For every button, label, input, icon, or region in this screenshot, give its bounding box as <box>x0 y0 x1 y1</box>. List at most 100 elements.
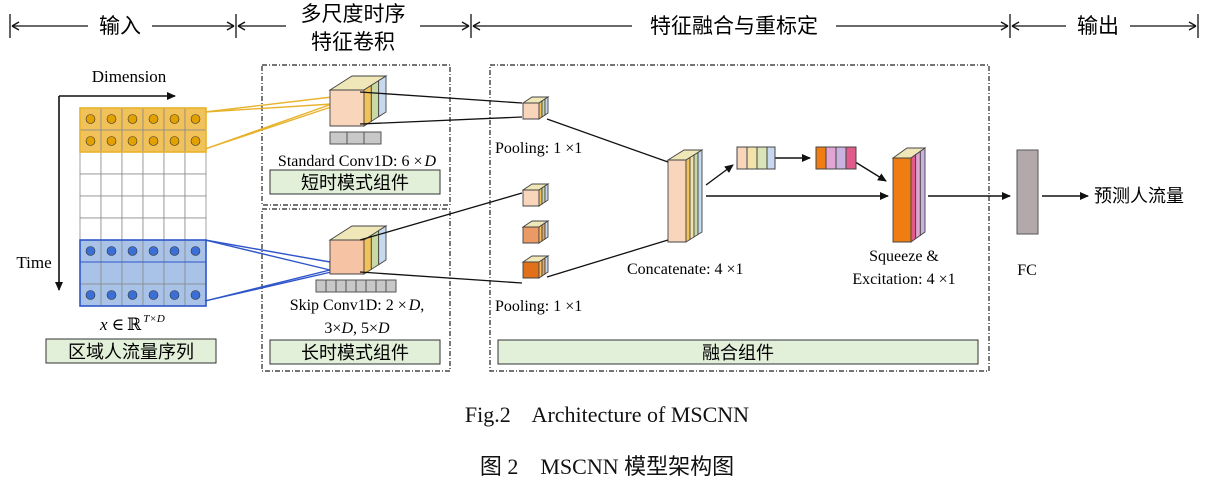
matrix-dot <box>127 246 138 256</box>
pooled-long-1-slice <box>544 183 549 203</box>
matrix-dot <box>85 136 96 146</box>
pooled-short-front <box>522 102 540 120</box>
matrix-cell <box>184 261 207 285</box>
dimension-axis-label: Dimension <box>92 67 167 86</box>
header-fusion-label: 特征融合与重标定 <box>650 14 818 38</box>
matrix-cell <box>163 217 186 241</box>
se-output-feature-slice <box>910 153 917 243</box>
matrix-cell <box>79 195 102 219</box>
matrix-cell <box>79 217 102 241</box>
time-axis-label: Time <box>16 253 51 272</box>
fusion-label-box <box>497 339 979 365</box>
header-conv-label-2: 特征卷积 <box>311 30 395 54</box>
matrix-cell <box>163 151 186 175</box>
se-output-feature-slice <box>915 150 921 240</box>
pooled-long-2-front <box>522 226 540 244</box>
fc-layer <box>1016 149 1039 235</box>
long-term-connect-lines <box>204 239 341 302</box>
matrix-cell <box>184 217 207 241</box>
matrix-dot <box>127 136 138 146</box>
matrix-dot <box>106 246 117 256</box>
matrix-dot <box>190 136 201 146</box>
matrix-cell <box>121 195 144 219</box>
matrix-cell <box>142 217 165 241</box>
concatenated-feature-slice <box>697 149 703 236</box>
standard-conv-label: Standard Conv1D: 6 ×D <box>278 153 437 170</box>
concatenated-feature-slice <box>685 156 691 243</box>
se-output-feature-front <box>892 157 912 243</box>
short-term-window <box>79 107 207 153</box>
skip-conv-kernel <box>315 279 397 293</box>
header-input-label: 输入 <box>99 14 141 38</box>
matrix-dot <box>148 136 159 146</box>
squeeze-vector <box>736 146 776 170</box>
standard-conv-kernel <box>329 131 382 145</box>
matrix-cell <box>100 151 123 175</box>
matrix-dot <box>127 290 138 300</box>
matrix-cell <box>163 173 186 197</box>
matrix-dot <box>148 290 159 300</box>
matrix-dot <box>85 114 96 124</box>
concatenated-feature-slice <box>689 154 695 241</box>
long-term-window <box>79 239 207 307</box>
header-output-label: 输出 <box>1077 14 1119 38</box>
matrix-dot <box>127 114 138 124</box>
matrix-cell <box>79 261 102 285</box>
long-term-label-text: 长时模式组件 <box>301 343 409 363</box>
matrix-cell <box>184 151 207 175</box>
matrix-cell <box>79 151 102 175</box>
matrix-cell <box>142 195 165 219</box>
prediction-label: 预测人流量 <box>1094 186 1184 206</box>
pooling-top-label: Pooling: 1 ×1 <box>495 140 582 157</box>
conv-to-pooling-lines <box>359 91 523 284</box>
matrix-cell <box>121 151 144 175</box>
fc-label: FC <box>1017 262 1037 279</box>
input-label-text: 区域人流量序列 <box>68 342 194 362</box>
matrix-cell <box>142 151 165 175</box>
se-output-feature-slice <box>919 147 926 237</box>
se-label-1: Squeeze & <box>869 248 939 265</box>
matrix-dot <box>85 290 96 300</box>
input-label-box <box>45 338 217 364</box>
short-term-feature-cube-slice <box>370 79 380 123</box>
short-term-connect-lines <box>204 96 341 150</box>
short-term-feature-cube-front <box>329 89 365 127</box>
short-term-module-frame <box>261 64 451 206</box>
long-term-label-box <box>269 339 441 365</box>
caption-zh: 图 2 MSCNN 模型架构图 <box>479 454 735 479</box>
long-term-feature-cube-slice <box>363 234 372 275</box>
matrix-cell <box>100 195 123 219</box>
input-matrix <box>79 107 207 307</box>
se-label-2: Excitation: 4 ×1 <box>852 271 955 288</box>
short-term-label-box <box>269 169 441 195</box>
fusion-label-text: 融合组件 <box>702 343 774 363</box>
pooled-long-2-slice <box>544 220 549 240</box>
long-term-feature-cube-front <box>329 239 365 275</box>
matrix-dot <box>148 246 159 256</box>
excitation-vector <box>815 146 857 170</box>
matrix-dot <box>169 246 180 256</box>
matrix-cell <box>184 195 207 219</box>
matrix-cell <box>100 217 123 241</box>
pooled-long-3-slice <box>544 255 549 275</box>
matrix-cell <box>79 173 102 197</box>
matrix-cell <box>100 173 123 197</box>
matrix-cell <box>142 261 165 285</box>
matrix-cell <box>121 217 144 241</box>
conv-feature-maps <box>328 75 927 279</box>
matrix-cell <box>184 173 207 197</box>
input-axes <box>55 92 176 291</box>
skip-conv-label-1: Skip Conv1D: 2 ×D, <box>290 297 425 314</box>
concatenate-label: Concatenate: 4 ×1 <box>627 261 744 278</box>
fusion-module-frame <box>489 64 990 372</box>
pooling-to-concat-lines <box>546 118 669 278</box>
long-term-module-frame <box>261 208 451 372</box>
short-term-feature-cube-slice <box>378 75 387 118</box>
pooling-bottom-label: Pooling: 1 ×1 <box>495 298 582 315</box>
matrix-dot <box>148 114 159 124</box>
matrix-dot <box>106 136 117 146</box>
matrix-cell <box>121 261 144 285</box>
matrix-dot <box>106 114 117 124</box>
